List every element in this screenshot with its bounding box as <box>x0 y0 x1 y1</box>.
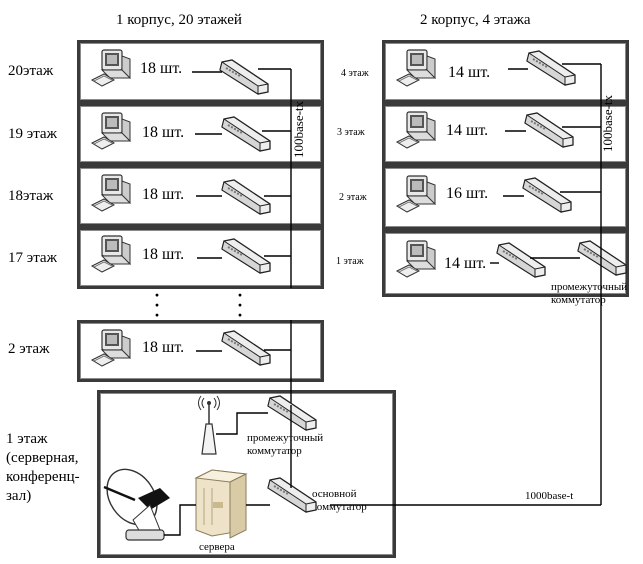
floor-label: 2 этаж <box>339 192 367 203</box>
computer-icon <box>91 329 131 367</box>
workstation-count: 14 шт. <box>444 255 487 272</box>
floor-label: 20этаж <box>8 63 54 79</box>
link-line <box>164 504 196 536</box>
building2-links <box>330 63 602 506</box>
computer-icon <box>91 174 131 212</box>
floor-label: 18этаж <box>8 188 54 204</box>
building1-links <box>192 68 292 405</box>
backbone-link-label: 1000base-t <box>525 490 574 502</box>
floor-label: 17 этаж <box>8 250 57 266</box>
ground-floor-links <box>164 405 292 536</box>
workstation-count: 18 шт. <box>142 124 185 141</box>
wireless-access-point-icon <box>198 395 220 455</box>
network-switch-icon <box>221 116 271 152</box>
network-switch-icon <box>522 177 572 213</box>
workstation-count: 16 шт. <box>446 185 489 202</box>
floor-label: 19 этаж <box>8 126 57 142</box>
floor-label: 1 этаж <box>336 256 364 267</box>
network-switch-icon <box>524 112 574 148</box>
network-switch-icon <box>221 330 271 366</box>
servers-label: сервера <box>199 541 235 553</box>
network-switch-icon <box>577 240 627 276</box>
intermediate-switch-label: промежуточный коммутатор <box>551 281 628 306</box>
ellipsis-dots: ··· <box>154 285 161 325</box>
workstation-count: 14 шт. <box>446 122 489 139</box>
server-tower-icon <box>194 469 248 539</box>
computer-icon <box>396 175 436 213</box>
computer-icon <box>91 235 131 273</box>
network-switch-icon <box>267 477 317 513</box>
computer-icon <box>396 111 436 149</box>
satellite-dish-icon <box>103 468 170 541</box>
building1-title: 1 корпус, 20 этажей <box>116 12 242 28</box>
network-switch-icon <box>526 50 576 86</box>
computer-icon <box>91 49 131 87</box>
computer-icon <box>396 240 436 278</box>
workstation-count: 18 шт. <box>142 246 185 263</box>
network-switch-icon <box>496 242 546 278</box>
workstation-count: 18 шт. <box>142 339 185 356</box>
network-switch-icon <box>221 179 271 215</box>
floor-label: 2 этаж <box>8 341 50 357</box>
intermediate-switch-label: промежуточный коммутатор <box>247 432 324 457</box>
main-switch-label: основной коммутатор <box>312 488 367 513</box>
network-switch-icon <box>219 59 269 95</box>
network-switch-icon <box>267 395 317 431</box>
ellipsis-dots: ··· <box>237 285 244 325</box>
building2-title: 2 корпус, 4 этажа <box>420 12 531 28</box>
workstation-count: 18 шт. <box>142 186 185 203</box>
computer-icon <box>91 112 131 150</box>
network-switch-icon <box>221 238 271 274</box>
workstation-count: 14 шт. <box>448 64 491 81</box>
floor-label: 3 этаж <box>337 127 365 138</box>
ground-floor-label: 1 этаж (серверная, конференц- зал) <box>6 431 80 504</box>
floor-label: 4 этаж <box>341 68 369 79</box>
link-line <box>216 412 268 435</box>
workstation-count: 18 шт. <box>140 60 183 77</box>
computer-icon <box>396 49 436 87</box>
